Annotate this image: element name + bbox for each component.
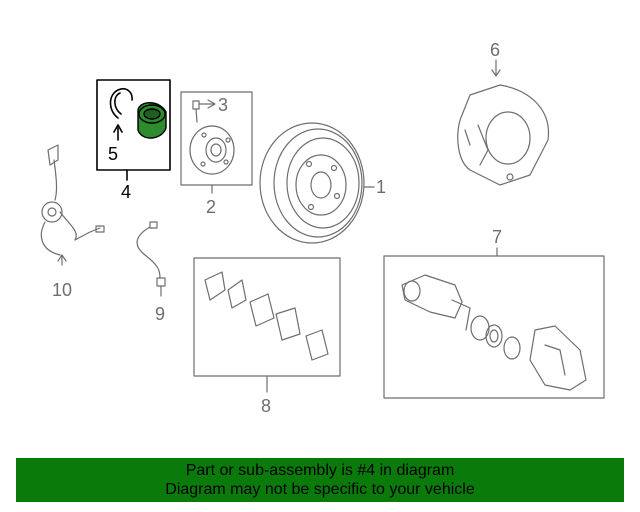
banner-line-1: Part or sub-assembly is #4 in diagram (185, 462, 455, 479)
dust-shield-part-6[interactable] (457, 59, 550, 186)
wheel-bearing[interactable] (137, 102, 167, 139)
callout-7: 7 (492, 227, 502, 247)
caliper-part-7[interactable] (383, 247, 605, 399)
info-banner: Part or sub-assembly is #4 in diagram Di… (16, 458, 624, 502)
brake-rotor-part-1[interactable] (259, 122, 375, 244)
callout-9: 9 (155, 304, 165, 324)
callout-10: 10 (52, 280, 72, 300)
callout-2: 2 (206, 197, 216, 217)
snap-ring-part-5[interactable] (109, 87, 133, 141)
parts-diagram: 3 5 4 2 1 6 7 8 9 10 (40, 40, 605, 416)
brake-hose-part-9[interactable] (136, 221, 166, 297)
bolt-part-3[interactable] (192, 99, 216, 123)
hub-part-2[interactable] (180, 91, 253, 194)
callout-8: 8 (261, 396, 271, 416)
banner-line-2: Diagram may not be specific to your vehi… (165, 481, 475, 498)
callout-3: 3 (218, 95, 228, 115)
callout-6: 6 (490, 40, 500, 60)
abs-sensor-part-10[interactable] (40, 144, 105, 266)
brake-pads-part-8[interactable] (193, 257, 341, 393)
callout-4: 4 (121, 182, 131, 202)
callout-5: 5 (108, 144, 118, 164)
callout-1: 1 (376, 177, 386, 197)
